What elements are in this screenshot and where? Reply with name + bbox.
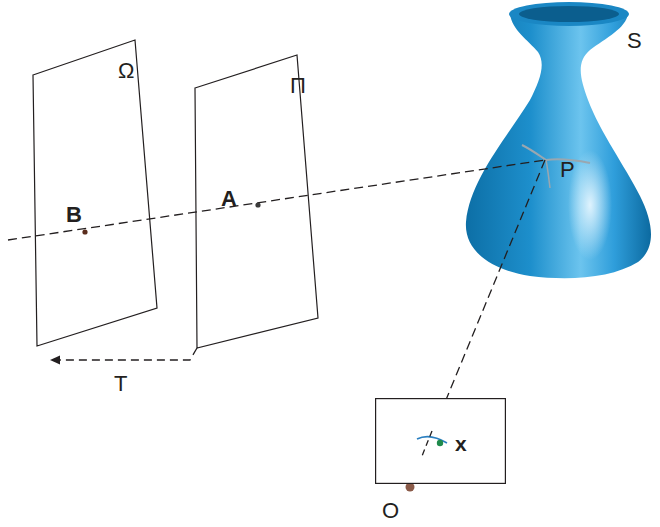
surface-label: S [627, 30, 642, 52]
plane-label: Π [290, 75, 306, 97]
plane-label: x [455, 433, 467, 454]
point-label: A [221, 188, 237, 210]
plane-label: Ω [118, 60, 134, 82]
camera-label: O [382, 500, 399, 522]
plane: Π [195, 55, 318, 348]
plane: Ω [33, 40, 157, 346]
surface-curve [522, 145, 590, 163]
vase-body [466, 14, 651, 278]
edge-label: T [114, 373, 127, 395]
plane-outline [33, 40, 157, 346]
translation-arrow [50, 348, 197, 365]
plane-outline [195, 55, 318, 348]
point-dot [255, 202, 260, 207]
point-label: B [66, 204, 82, 226]
point-label: P [560, 159, 575, 181]
image-plane: x [375, 398, 506, 484]
ray-line [8, 160, 545, 240]
surface-curve [546, 160, 550, 188]
image-plane-outline [375, 398, 506, 484]
vase-rim [509, 2, 629, 26]
vase-opening [519, 6, 619, 22]
point-dot [82, 229, 87, 234]
